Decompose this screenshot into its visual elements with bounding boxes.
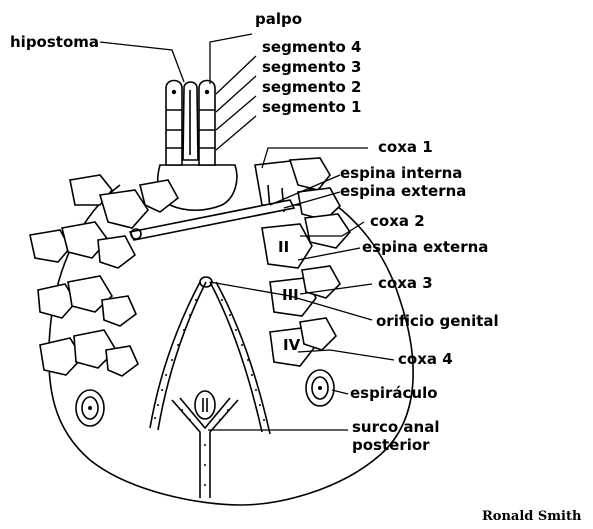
label-posterior: posterior [352, 436, 430, 454]
label-coxa-1: coxa 1 [378, 138, 433, 156]
label-segmento-4: segmento 4 [262, 38, 361, 56]
right-legs [255, 158, 350, 366]
genital-grooves [150, 282, 270, 434]
anal-region [172, 391, 238, 498]
label-coxa-4: coxa 4 [398, 350, 453, 368]
label-espina-externa-1: espina externa [340, 182, 466, 200]
label-surco-anal: surco anal [352, 418, 440, 436]
coxa-4-numeral: IV [283, 336, 301, 354]
label-espina-interna: espina interna [340, 164, 462, 182]
label-segmento-2: segmento 2 [262, 78, 361, 96]
label-coxa-2: coxa 2 [370, 212, 425, 230]
label-palpo: palpo [255, 10, 302, 28]
left-legs [30, 175, 178, 376]
label-segmento-3: segmento 3 [262, 58, 361, 76]
coxa-2-numeral: II [278, 238, 289, 256]
label-espina-externa-2: espina externa [362, 238, 488, 256]
right-spiracular-plate [306, 370, 334, 406]
label-coxa-3: coxa 3 [378, 274, 433, 292]
left-spiracular-plate [76, 390, 104, 426]
label-espiraculo: espiráculo [350, 384, 438, 402]
label-hipostoma: hipostoma [10, 33, 99, 51]
credit-author: Ronald Smith [482, 509, 582, 524]
label-orificio-genital: orificio genital [376, 312, 499, 330]
label-segmento-1: segmento 1 [262, 98, 361, 116]
